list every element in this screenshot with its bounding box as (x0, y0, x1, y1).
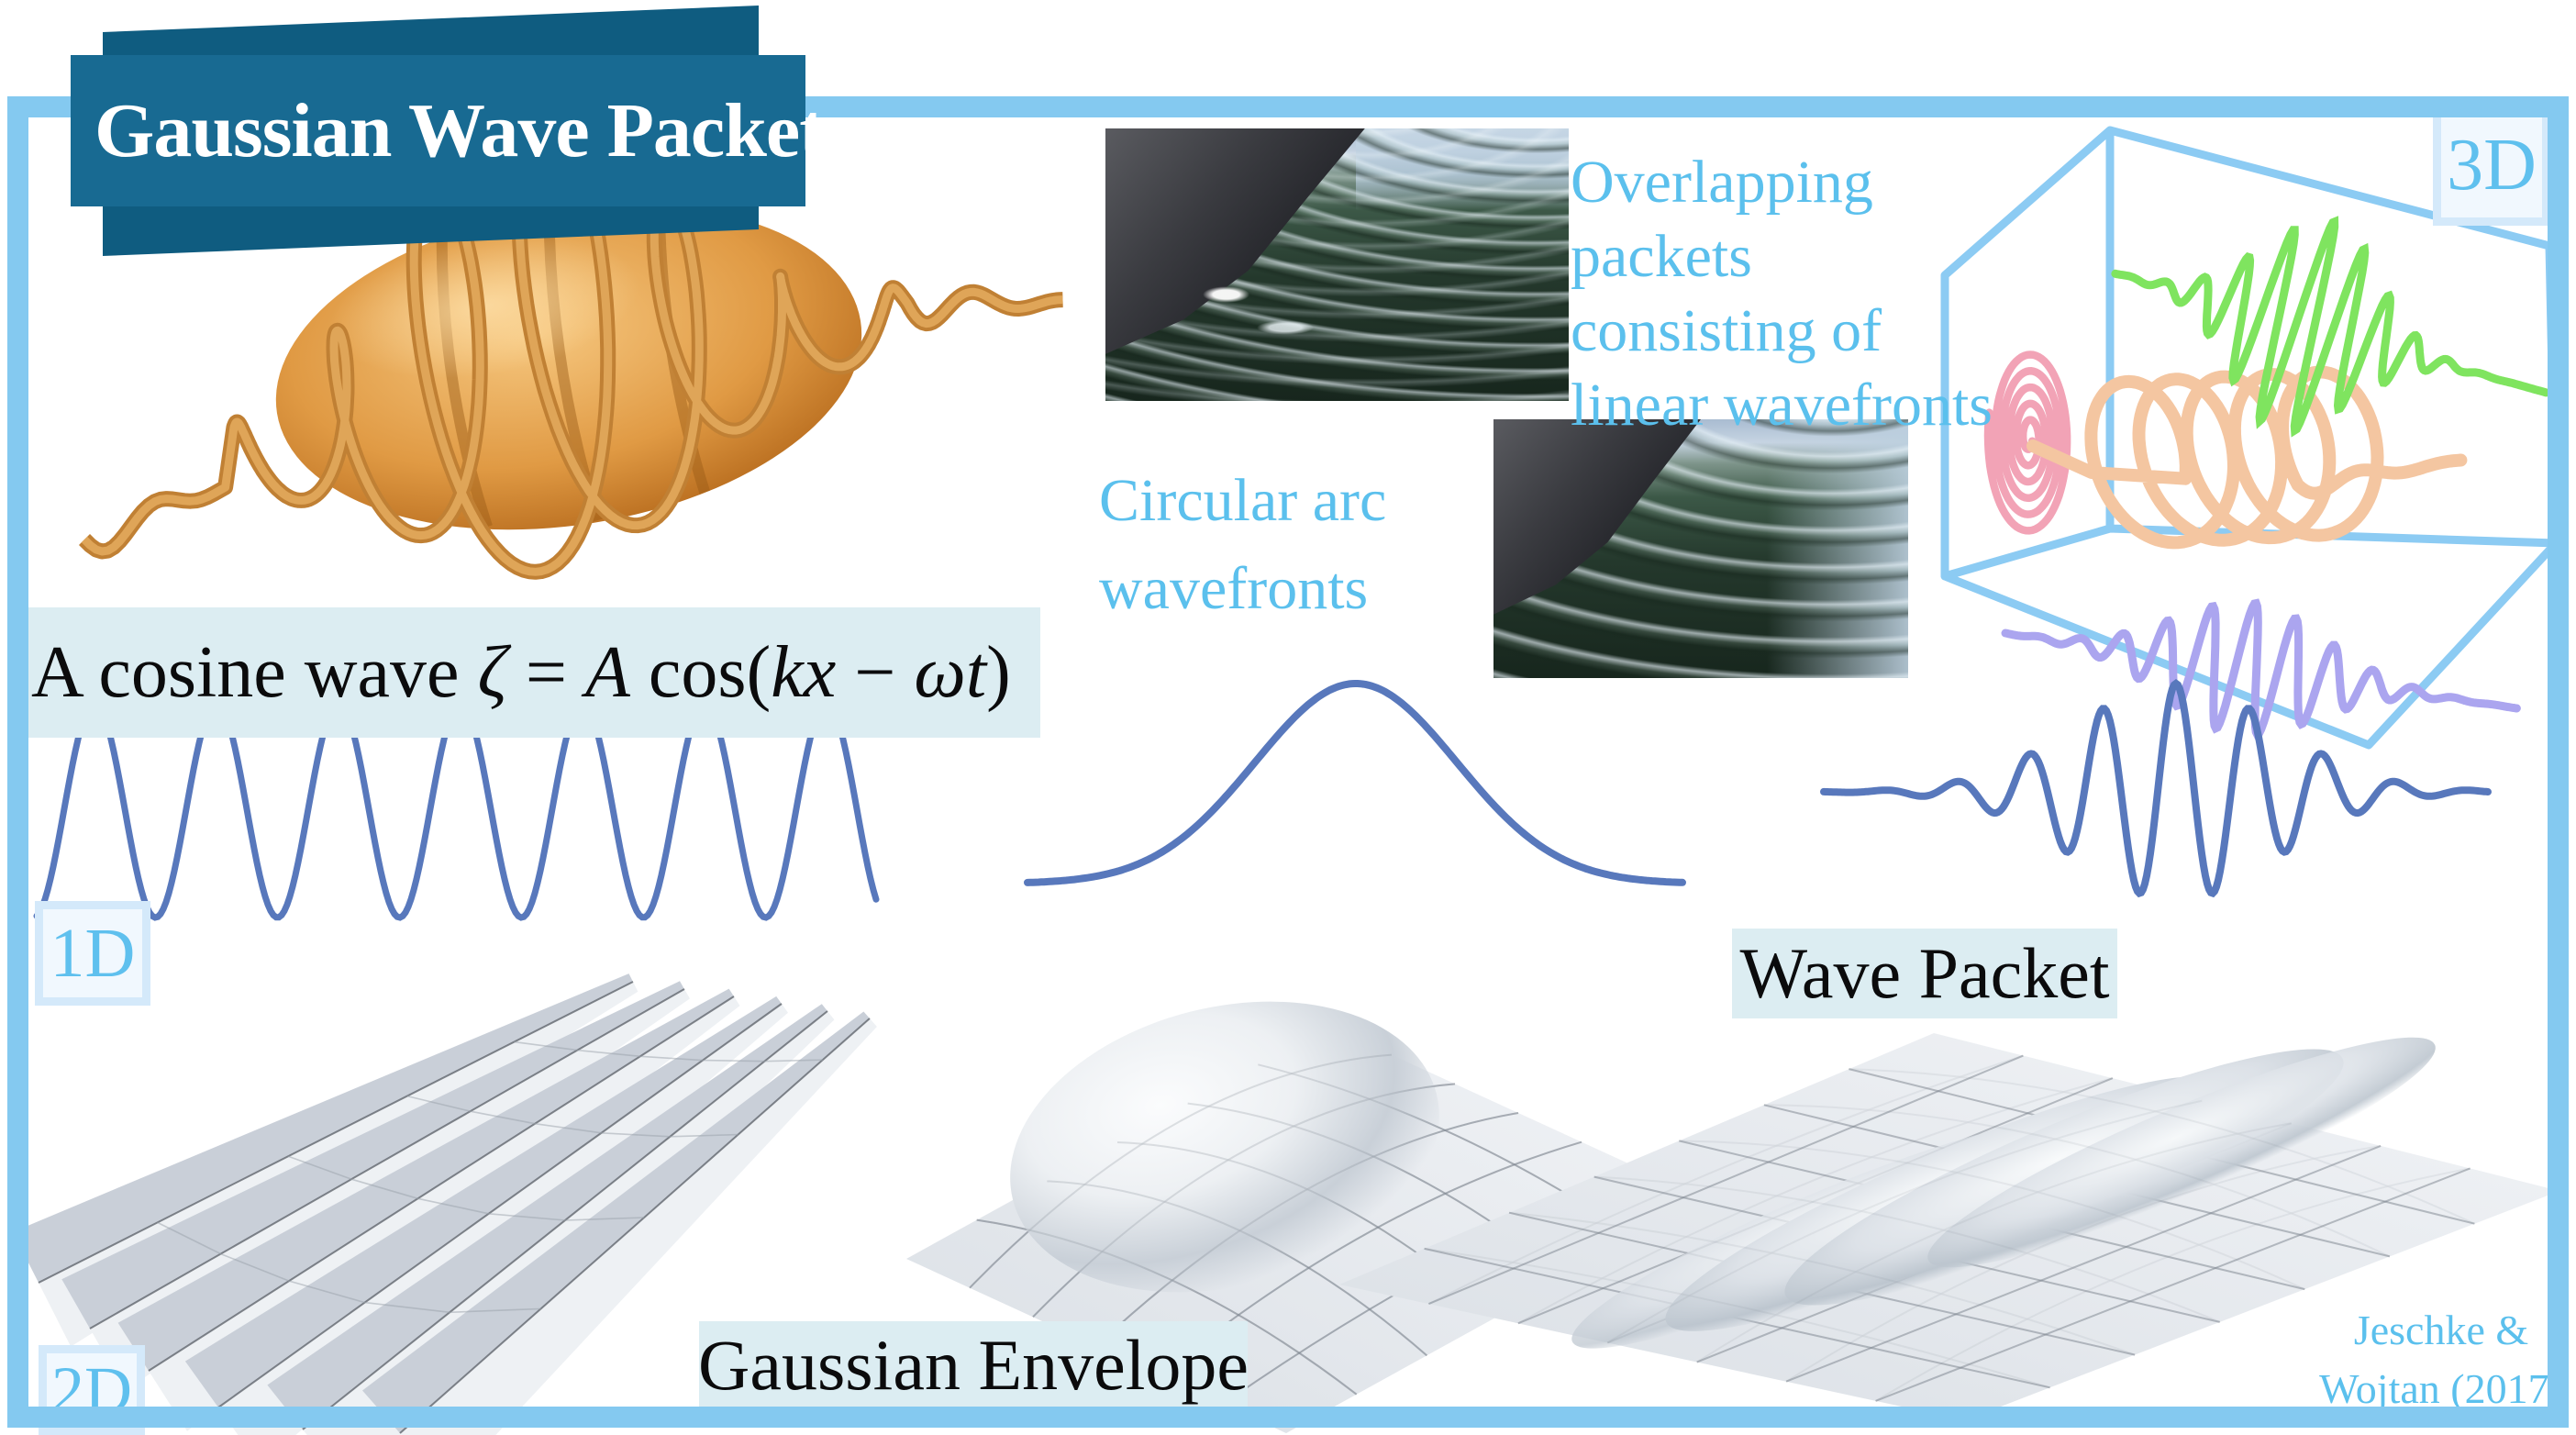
note-overlapping-packets: Overlapping packets consisting of linear… (1571, 145, 1993, 442)
note-circular-arc-wavefronts: Circular arc wavefronts (1099, 457, 1386, 633)
surface-grid-line (1785, 1144, 2382, 1383)
surface-grid-line (1696, 1122, 2292, 1363)
credit-line: Jeschke & (2353, 1307, 2529, 1353)
ridge-shadow-flank (184, 996, 782, 1407)
surface-plane-waves (13, 973, 877, 1435)
ridge-shadow-flank (61, 981, 685, 1329)
box-3d-content (1983, 216, 2550, 740)
surface-grid-line (1047, 1180, 1427, 1357)
water-glint (1170, 270, 1356, 352)
note-line: Overlapping (1571, 149, 1873, 216)
surface-grid-line (1875, 1167, 2471, 1402)
photo-linear-wavefronts (1105, 128, 1569, 401)
note-line: Circular arc (1099, 467, 1387, 534)
note-line: linear wavefronts (1571, 372, 1993, 439)
surface-grid-line (1517, 1077, 2114, 1325)
surface-grid-line (514, 1040, 823, 1062)
surface-grid-line (157, 1221, 541, 1314)
surface-grid-line (1875, 1167, 2471, 1402)
slide-title: Gaussian Wave Packet (94, 88, 825, 173)
ridge-crest-line (217, 1003, 783, 1408)
formula-caption: A cosine wave ζ = A cos(kx − ωt) (24, 607, 1040, 738)
wave-packet-curve (1820, 679, 2492, 898)
pink-spiral (1983, 350, 2071, 535)
surface-grid-over (1424, 1054, 2475, 1402)
credit-line: Wojtan (2017) (2319, 1365, 2563, 1412)
wave-packet-bread-illustration (78, 109, 1068, 580)
label-1d: 1D (35, 901, 150, 1006)
surface-grid-line (1424, 1247, 2050, 1389)
cosine-formula: A cosine wave ζ = A cos(kx − ωt) (31, 631, 1011, 713)
ridge-shadow-flank (267, 1004, 827, 1429)
surface-grid-line (1509, 1211, 2136, 1356)
ribbon-highlight (81, 113, 1064, 576)
surface-grid-line (1428, 1054, 2024, 1306)
ridge-crest-line (148, 996, 735, 1372)
credit-reference: Jeschke & Wojtan (2017) (2312, 1301, 2570, 1418)
surface-grid-line (1095, 1112, 1519, 1347)
surface-grid-line (1679, 1140, 2305, 1291)
peach-spiral (2026, 365, 2468, 550)
gaussian-envelope-caption-text: Gaussian Envelope (698, 1325, 1249, 1405)
note-line: consisting of (1571, 297, 1882, 364)
label-2d: 2D (39, 1345, 145, 1435)
ridge-shadow-flank (362, 1011, 870, 1433)
gaussian-dome (1010, 1001, 1439, 1293)
surface-grid-line (406, 1095, 738, 1138)
note-line: wavefronts (1099, 555, 1369, 622)
ridge-crest-line (38, 981, 634, 1284)
surface-grid-line (1606, 1099, 2203, 1344)
surface-grid-line (969, 1053, 1393, 1289)
gaussian-envelope-curve (1024, 680, 1686, 886)
wave-packet-caption-text: Wave Packet (1739, 933, 2110, 1013)
ridge-shadow-flank (13, 973, 633, 1283)
ridge-crest-line (399, 1018, 871, 1434)
photo-circular-wavefronts (1493, 419, 1908, 678)
wave-packet-caption: Wave Packet (1732, 929, 2117, 1018)
ridge-lit-flank (400, 1018, 877, 1435)
ridge-lit-flank (303, 1011, 835, 1435)
label-3d: 3D (2433, 105, 2550, 226)
surface-grid-line (1785, 1144, 2382, 1383)
bread-spiral-ribbon (78, 109, 1068, 580)
green-wave-packet (2111, 216, 2550, 438)
packet-ridge (1927, 1037, 2436, 1268)
surface-grid-line (976, 1218, 1358, 1396)
title-banner: Gaussian Wave Packet (71, 55, 825, 206)
surface-wave-packet (1339, 1033, 2559, 1420)
surface-grid-line (287, 1155, 645, 1221)
gaussian-envelope-caption: Gaussian Envelope (698, 1321, 1249, 1409)
surface-grid-line (1427, 1054, 2024, 1306)
ridge-crest-line (89, 988, 685, 1329)
ridge-shadow-flank (117, 988, 735, 1371)
surface-grid-line (1593, 1175, 2221, 1323)
surface-grid-line (1763, 1104, 2391, 1258)
note-line: packets (1571, 223, 1752, 290)
surface-grid-line (1849, 1068, 2475, 1225)
surface-grid-line (1032, 1083, 1456, 1318)
